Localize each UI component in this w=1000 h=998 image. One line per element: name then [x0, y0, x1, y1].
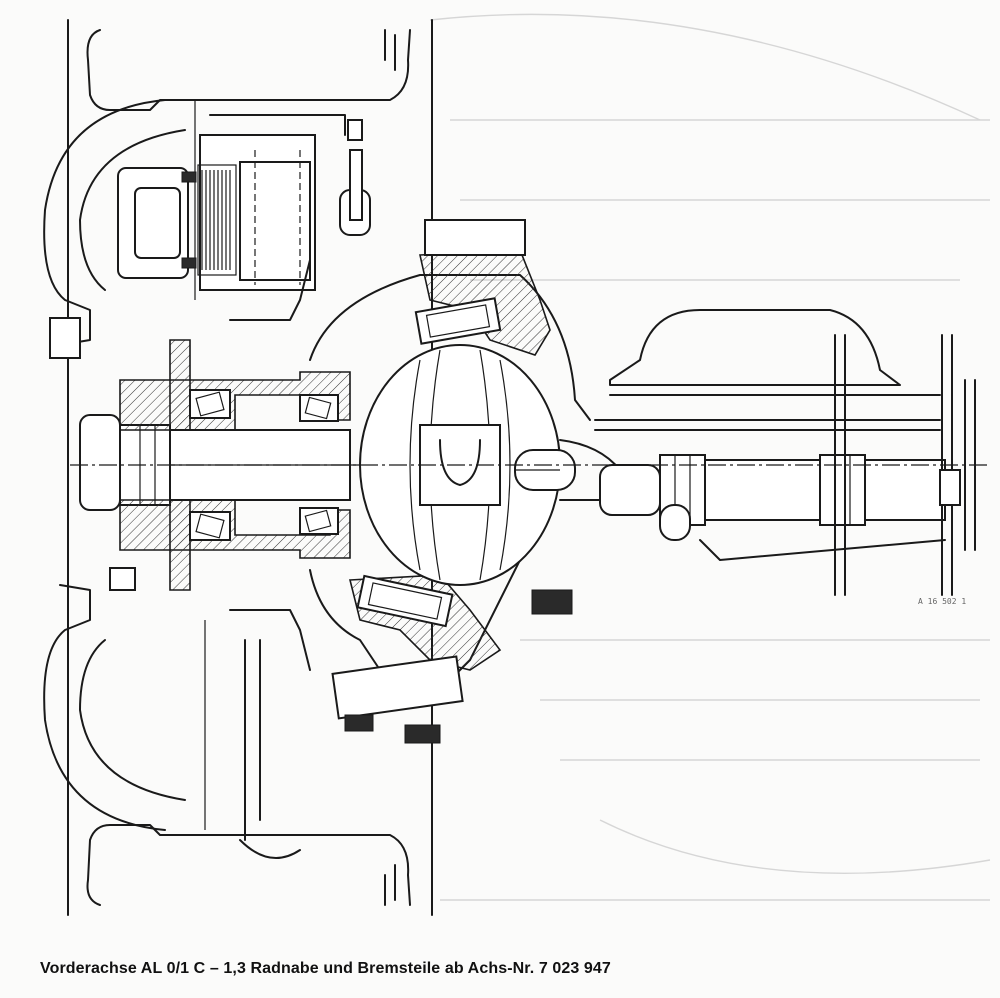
wheel-bearings — [189, 389, 339, 541]
drawing-reference-number: A 16 502 1 — [918, 597, 967, 606]
show-through-ghost-lines — [429, 13, 991, 901]
brake-caliper — [117, 114, 371, 291]
brake-pad-stack — [197, 164, 237, 276]
wheel-rim — [67, 19, 433, 916]
front-axle-hub-cross-section — [43, 13, 991, 916]
steering-knuckle — [309, 219, 591, 744]
figure-caption: Vorderachse AL 0/1 C – 1,3 Radnabe und B… — [40, 960, 611, 977]
axle-housing-and-tie-rod — [559, 309, 976, 596]
